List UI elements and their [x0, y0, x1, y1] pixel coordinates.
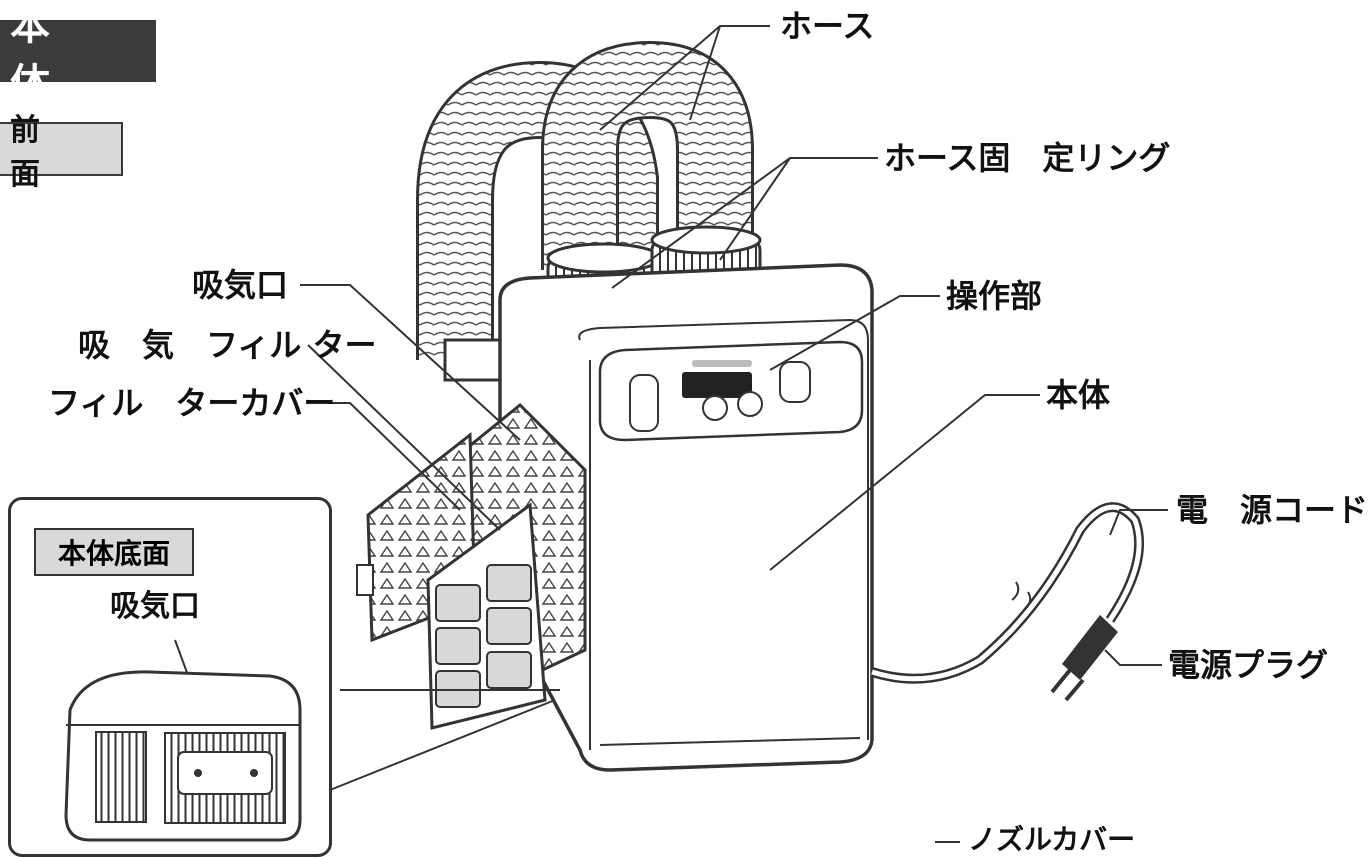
section-subtitle: 前 面	[0, 113, 123, 192]
label-control-panel: 操作部	[946, 277, 1043, 315]
label-nozzle-cover: ノズルカバー	[968, 823, 1136, 856]
label-filter-cover: フィル ターカバー	[48, 384, 336, 422]
leader-lines	[300, 25, 1168, 843]
label-hose: ホース	[780, 7, 875, 45]
label-inset-intake: 吸気口	[110, 589, 200, 624]
label-body: 本体	[1046, 376, 1111, 414]
page-title: 本 体	[0, 3, 156, 107]
power-cord	[870, 502, 1145, 684]
hose-right	[541, 40, 754, 270]
label-intake: 吸気口	[192, 266, 289, 304]
power-plug	[1050, 615, 1118, 702]
label-hose-ring: ホース固 定リング	[884, 139, 1171, 177]
label-power-plug: 電源プラグ	[1168, 646, 1329, 684]
control-panel	[598, 340, 864, 442]
inset-title: 本体底面	[34, 528, 194, 576]
intake-filter	[426, 502, 547, 730]
label-power-cord: 電 源コード	[1176, 491, 1369, 529]
rear-bracket	[443, 338, 507, 382]
label-intake-filter: 吸 気 フィル ター	[78, 326, 377, 364]
